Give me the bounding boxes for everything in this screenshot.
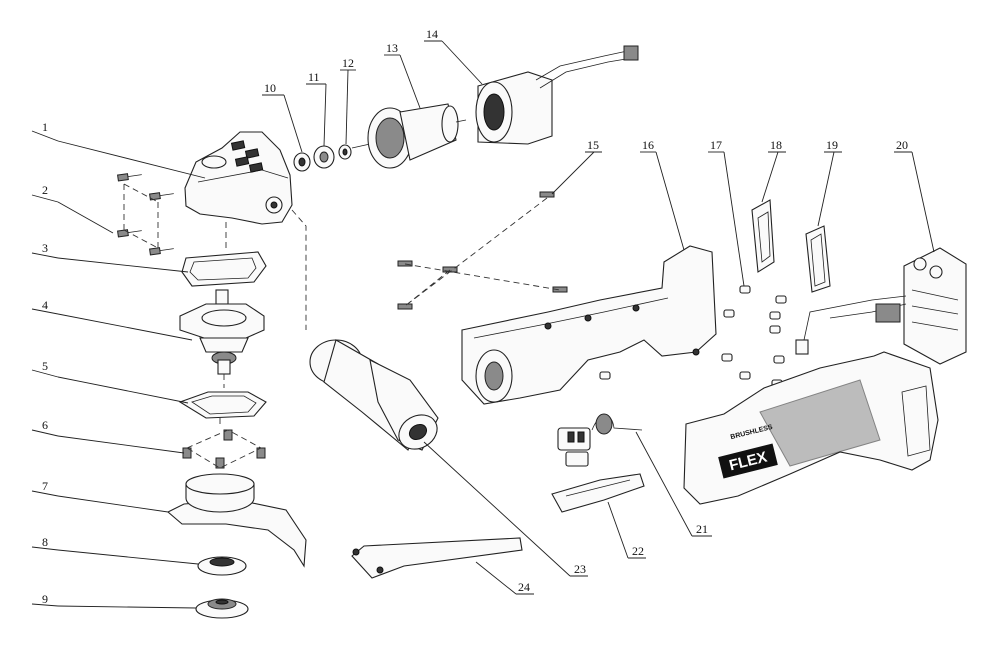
housing-screws <box>117 173 174 256</box>
callout-6: 6 <box>42 418 48 432</box>
callout-11: 11 <box>308 70 320 84</box>
stator <box>475 45 639 145</box>
callout-23: 23 <box>574 562 586 576</box>
gear-housing <box>184 131 293 225</box>
wheel-guard <box>167 473 307 568</box>
cover-plate <box>751 199 775 273</box>
seal-gasket <box>805 225 831 293</box>
callout-16: 16 <box>642 138 654 152</box>
flange-screws <box>182 418 266 469</box>
rotor <box>351 103 467 169</box>
switch-assembly <box>557 413 643 467</box>
washer <box>338 144 352 160</box>
spanner-wrench <box>351 537 523 579</box>
callout-20: 20 <box>896 138 908 152</box>
motor-housing-half <box>461 245 717 405</box>
leader-lines <box>31 40 935 609</box>
motor-housing-screws <box>397 191 568 310</box>
inner-flange <box>197 556 247 576</box>
callout-24: 24 <box>518 580 530 594</box>
bearing-flange <box>179 289 265 375</box>
callout-4: 4 <box>42 298 48 312</box>
callout-3: 3 <box>42 241 48 255</box>
callout-18: 18 <box>770 138 782 152</box>
callout-9: 9 <box>42 592 48 606</box>
armature-bearing <box>313 145 335 169</box>
handle-housing: FLEX BRUSHLESS <box>683 351 939 505</box>
callout-labels: 1 2 3 4 5 6 7 8 9 10 11 12 13 14 15 16 1… <box>42 27 908 606</box>
gear-case-gasket <box>178 391 267 419</box>
callout-2: 2 <box>42 183 48 197</box>
outer-flange-nut <box>195 598 249 619</box>
control-module <box>795 247 967 365</box>
callout-13: 13 <box>386 41 398 55</box>
small-bearing <box>293 152 311 172</box>
callout-7: 7 <box>42 479 48 493</box>
trigger-lever <box>551 473 645 513</box>
callout-21: 21 <box>696 522 708 536</box>
callout-12: 12 <box>342 56 354 70</box>
callout-19: 19 <box>826 138 838 152</box>
callout-14: 14 <box>426 27 438 41</box>
callout-1: 1 <box>42 120 48 134</box>
callout-5: 5 <box>42 359 48 373</box>
callout-22: 22 <box>632 544 644 558</box>
side-handle <box>309 339 439 451</box>
callout-10: 10 <box>264 81 276 95</box>
head-gasket <box>181 251 267 287</box>
callout-17: 17 <box>710 138 722 152</box>
callout-8: 8 <box>42 535 48 549</box>
callout-15: 15 <box>587 138 599 152</box>
